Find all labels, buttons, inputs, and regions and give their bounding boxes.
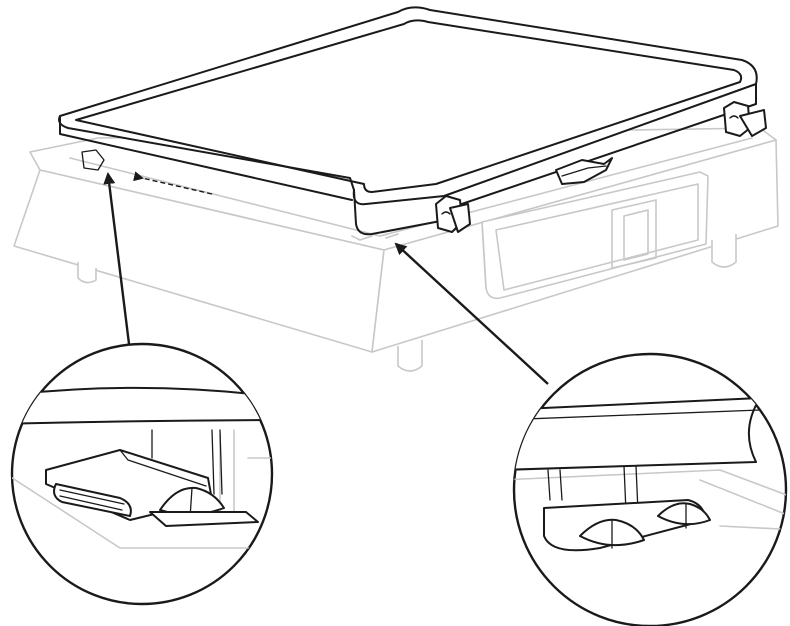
- detail-callout-right: [512, 352, 788, 626]
- leader-arrow-right: [394, 242, 549, 385]
- tray-inner-rim: [75, 19, 743, 193]
- corner-latch-left: [81, 149, 105, 171]
- base-foot-left: [77, 262, 97, 284]
- base-foot-front: [397, 340, 423, 372]
- slide-direction-arrow: [133, 171, 213, 195]
- tray-handle: [555, 157, 613, 185]
- reservoir-drawer: [481, 171, 709, 300]
- detail-callout-left: [10, 342, 274, 606]
- drip-tray: [58, 6, 767, 236]
- base-foot-right: [711, 234, 737, 268]
- leader-arrow-left: [103, 172, 132, 353]
